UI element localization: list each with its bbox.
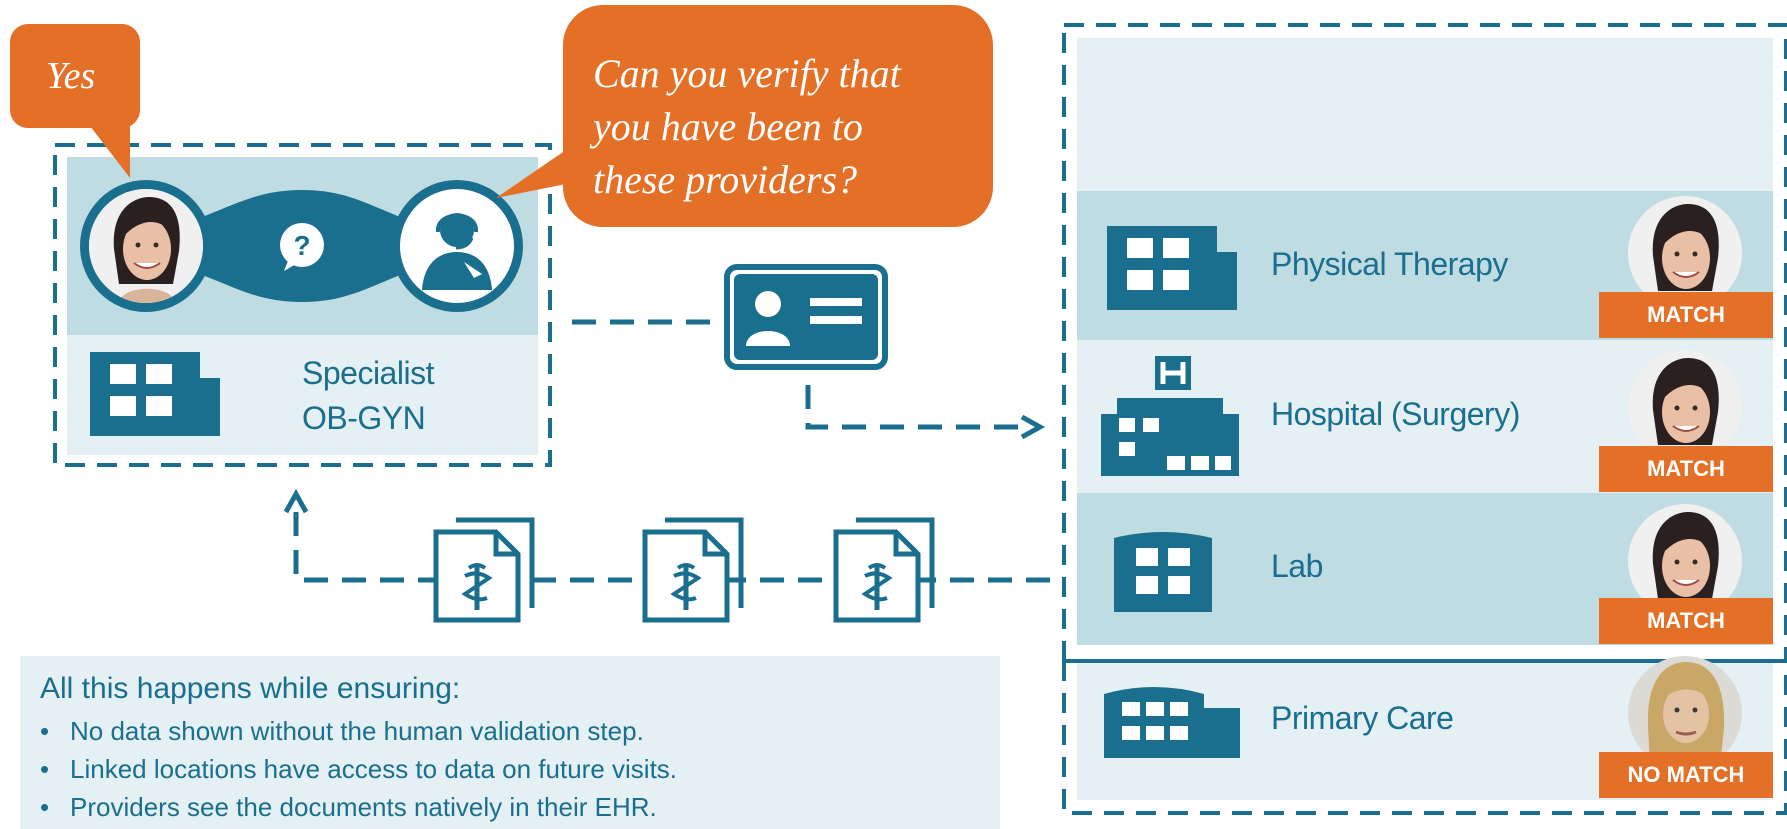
bullet: • bbox=[40, 716, 50, 746]
specialist-label: Specialist OB-GYN bbox=[302, 351, 434, 441]
providers-panel-top bbox=[1077, 38, 1773, 191]
assurances-title: All this happens while ensuring: bbox=[40, 672, 461, 705]
assurance-text: No data shown without the human validati… bbox=[70, 716, 644, 746]
assurance-text: Providers see the documents natively in … bbox=[70, 792, 657, 822]
lab-building-icon bbox=[1114, 532, 1212, 612]
specialist-line-1: Specialist bbox=[302, 355, 434, 391]
connector-card-providers bbox=[805, 385, 1030, 430]
specialist-building-icon bbox=[90, 352, 220, 436]
assurances-box: All this happens while ensuring: • No dat… bbox=[20, 656, 1000, 829]
yes-bubble-tail bbox=[90, 126, 130, 178]
hospital-icon bbox=[1101, 356, 1239, 476]
arrow-up-icon bbox=[283, 488, 309, 514]
question-line-3: these providers? bbox=[593, 157, 858, 202]
yes-bubble: Yes bbox=[10, 24, 140, 128]
connector-documents-return bbox=[293, 506, 1050, 583]
list-item: • Providers see the documents natively in… bbox=[40, 788, 1000, 826]
arrow-right-icon bbox=[1020, 414, 1046, 440]
providers-dashed-border bbox=[1062, 23, 1787, 663]
non-match-avatar bbox=[1628, 656, 1742, 770]
patient-avatar bbox=[89, 189, 203, 303]
assurance-text: Linked locations have access to data on … bbox=[70, 754, 678, 784]
provider-label-hospital: Hospital (Surgery) bbox=[1271, 396, 1520, 432]
building-wide-icon bbox=[1104, 687, 1240, 758]
specialist-dashed-border bbox=[53, 143, 552, 467]
list-item: • No data shown without the human validat… bbox=[40, 712, 1000, 750]
medical-document-icon bbox=[833, 517, 935, 623]
question-line-2: you have been to bbox=[593, 104, 863, 149]
status-badge: NO MATCH bbox=[1599, 752, 1773, 798]
question-line-1: Can you verify that bbox=[593, 51, 901, 96]
bullet: • bbox=[40, 792, 50, 822]
support-agent-icon bbox=[422, 213, 492, 290]
specialist-line-2: OB-GYN bbox=[302, 400, 426, 436]
question-bubble: Can you verify that you have been to the… bbox=[563, 5, 993, 227]
question-icon: ? bbox=[276, 221, 328, 273]
bullet: • bbox=[40, 754, 50, 784]
match-patient-avatar bbox=[1628, 196, 1742, 310]
provider-label-physical-therapy: Physical Therapy bbox=[1271, 246, 1508, 282]
list-item: • Linked locations have access to data on… bbox=[40, 750, 1000, 788]
provider-label-lab: Lab bbox=[1271, 548, 1323, 584]
status-badge: MATCH bbox=[1599, 446, 1773, 492]
assurances-list: • No data shown without the human validat… bbox=[40, 712, 1000, 826]
medical-document-icon bbox=[642, 517, 744, 623]
question-mark: ? bbox=[293, 230, 310, 261]
provider-label-primary-care: Primary Care bbox=[1271, 700, 1454, 736]
building-icon bbox=[1107, 226, 1237, 310]
medical-document-icon bbox=[433, 517, 535, 623]
yes-text: Yes bbox=[46, 55, 96, 97]
id-card-icon bbox=[724, 264, 888, 370]
question-bubble-tail bbox=[496, 150, 586, 198]
status-badge: MATCH bbox=[1599, 292, 1773, 338]
status-badge: MATCH bbox=[1599, 598, 1773, 644]
primary-care-dashed-border bbox=[1062, 659, 1787, 815]
match-patient-avatar bbox=[1628, 350, 1742, 464]
